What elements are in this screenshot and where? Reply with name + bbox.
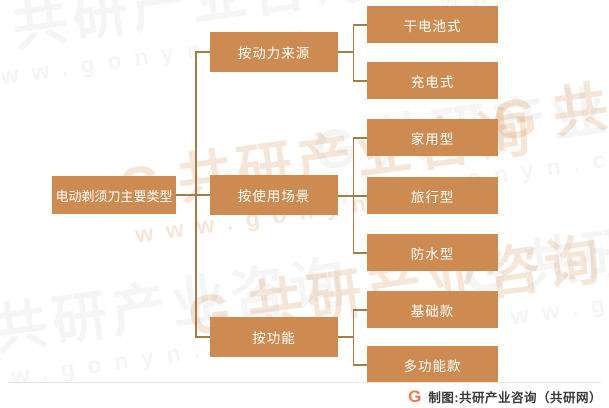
leaf-node-home-type: 家用型: [367, 119, 498, 156]
connector-line: [353, 251, 367, 254]
connector-line: [195, 51, 210, 53]
root-node-shaver-types: 电动剃须刀主要类型: [52, 176, 176, 214]
connector-line: [353, 23, 367, 26]
gonyn-logo-icon: G: [408, 386, 422, 406]
connector-line: [195, 336, 210, 338]
leaf-node-rechargeable: 充电式: [367, 62, 498, 99]
connector-line: [195, 52, 197, 337]
footer-credit-row: G 制图:共研产业咨询（共研网）: [408, 386, 602, 406]
leaf-node-dry-battery: 干电池式: [367, 6, 498, 43]
connector-line: [352, 24, 354, 81]
watermark: G共研产业咨询: [489, 33, 609, 153]
leaf-node-travel-type: 旅行型: [367, 177, 498, 214]
watermark-brand: 共研产业咨询: [548, 32, 609, 145]
branch-node-function: 按功能: [210, 317, 338, 357]
connector-line: [353, 363, 367, 366]
leaf-node-multifunction-model: 多功能款: [367, 346, 498, 383]
connector-line: [338, 51, 353, 53]
connector-line: [176, 193, 210, 196]
connector-line: [353, 136, 367, 139]
leaf-node-waterproof-type: 防水型: [367, 234, 498, 271]
leaf-node-basic-model: 基础款: [367, 291, 498, 328]
watermark-logo: G: [0, 0, 6, 66]
branch-node-power-source: 按动力来源: [210, 32, 338, 72]
watermark-logo: G: [309, 114, 366, 183]
connector-line: [338, 336, 353, 338]
credit-text: 制图:共研产业咨询（共研网）: [428, 390, 602, 405]
connector-line: [353, 79, 367, 82]
connector-line: [353, 308, 367, 311]
connector-line: [352, 309, 354, 365]
watermark-brand: 共研产业咨询: [518, 185, 609, 298]
branch-node-usage-scene: 按使用场景: [210, 175, 338, 215]
connector-line: [352, 137, 354, 253]
footer-divider: [8, 382, 601, 383]
